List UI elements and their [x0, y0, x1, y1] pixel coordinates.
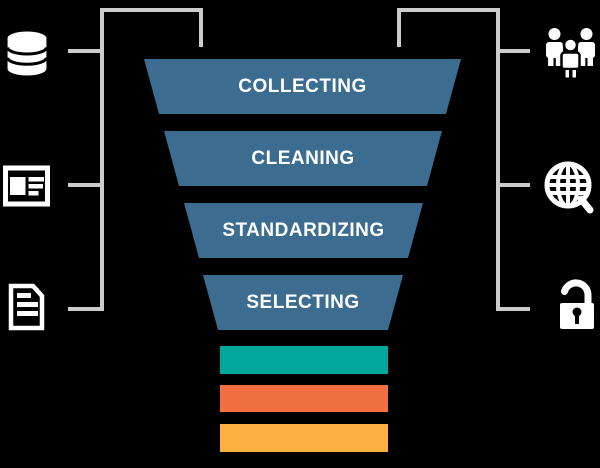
- globe-icon: [544, 160, 596, 216]
- stage-label: SELECTING: [246, 291, 360, 313]
- left-connector-document: [68, 307, 104, 311]
- teal-output-bar: [220, 346, 388, 374]
- left-connector-database: [68, 49, 100, 53]
- orange-output-bar: [220, 385, 388, 412]
- right-connector-unlock: [500, 307, 530, 311]
- stage-label: CLEANING: [251, 147, 355, 169]
- left-bracket-vertical-line: [100, 8, 104, 311]
- right-bracket-top-line: [397, 8, 500, 12]
- right-bracket-vertical-line: [496, 8, 500, 311]
- stage-label: STANDARDIZING: [222, 219, 385, 241]
- unlock-icon: [552, 277, 598, 332]
- yellow-output-bar: [220, 424, 388, 452]
- document-icon: [7, 283, 46, 331]
- funnel-stage-selecting: SELECTING: [203, 275, 403, 330]
- right-connector-globe: [500, 183, 530, 187]
- right-bracket-funnel-pointer: [397, 8, 401, 47]
- funnel-stage-collecting: COLLECTING: [144, 59, 461, 114]
- funnel-stage-cleaning: CLEANING: [164, 131, 442, 186]
- people-group-icon: [544, 26, 597, 79]
- left-bracket-top-line: [100, 8, 203, 12]
- left-bracket-funnel-pointer: [199, 8, 203, 47]
- funnel-stage-standardizing: STANDARDIZING: [184, 203, 423, 258]
- stage-label: COLLECTING: [238, 75, 367, 97]
- article-icon: [3, 165, 50, 207]
- database-icon: [6, 31, 48, 76]
- right-connector-people: [500, 49, 530, 53]
- left-connector-article: [68, 183, 100, 187]
